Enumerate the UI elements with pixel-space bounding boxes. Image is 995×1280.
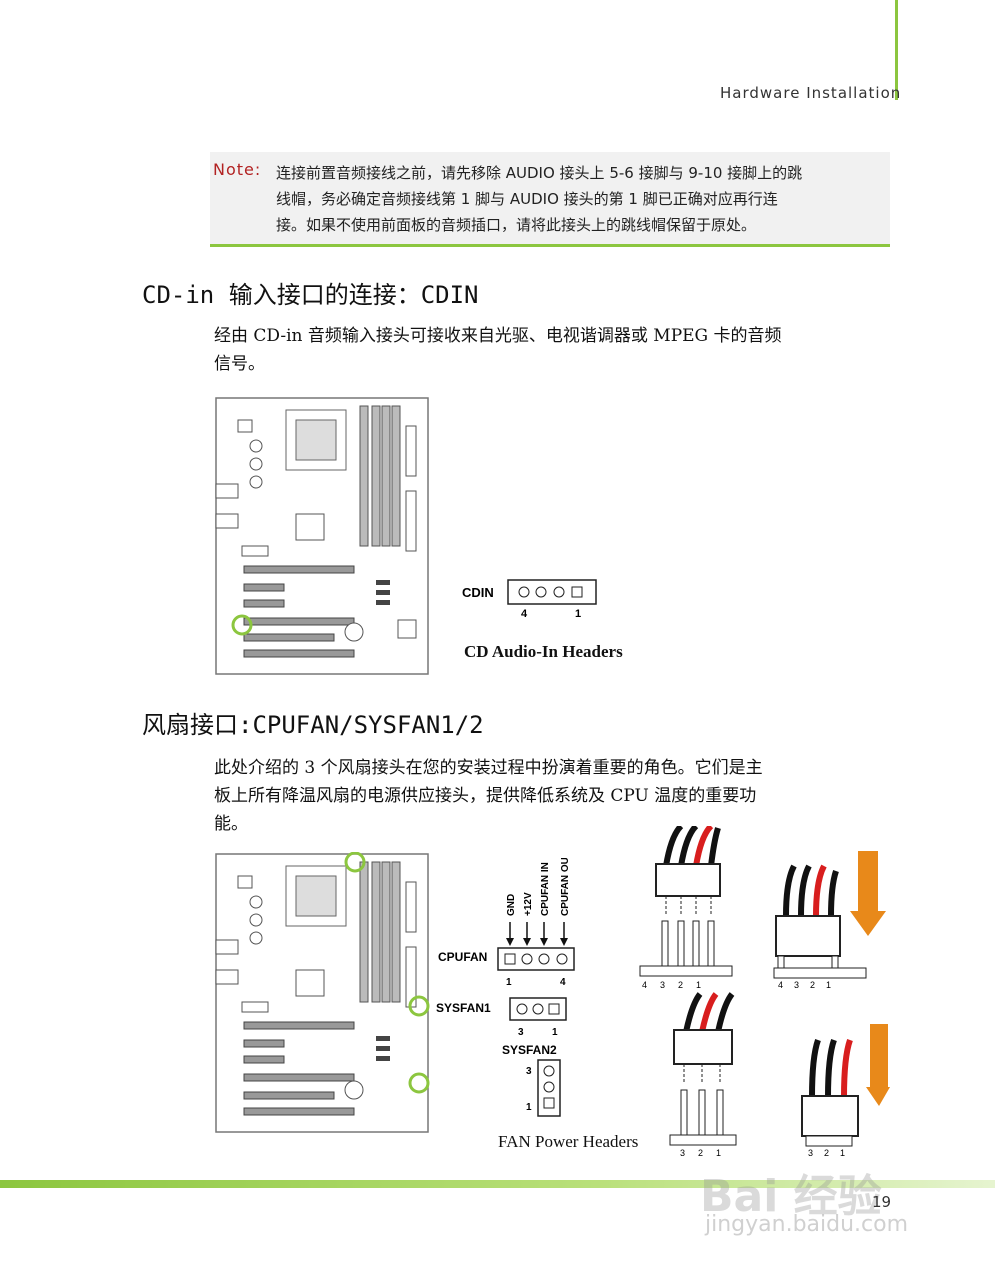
signal-12v: +12V — [523, 892, 534, 916]
signal-gnd: GND — [506, 894, 517, 916]
cdin-para-line: 经由 CD-in 音频输入接头可接收来自光驱、电视谐调器或 MPEG 卡的音频 — [214, 326, 782, 346]
cdin-header-diagram: CDIN 4 1 — [462, 579, 597, 620]
fan-section-title: 风扇接口:CPUFAN/SYSFAN1/2 — [142, 711, 484, 739]
note-text: 连接前置音频接线之前，请先移除 AUDIO 接头上 5-6 接脚与 9-10 接… — [276, 160, 884, 238]
sysfan1-pin-3: 3 — [518, 1027, 524, 1038]
fan-paragraph: 此处介绍的 3 个风扇接头在您的安装过程中扮演着重要的角色。它们是主 板上所有降… — [214, 754, 886, 838]
cdin-highlight-circle — [231, 614, 253, 636]
conn4-pin-3: 3 — [660, 980, 665, 990]
note-line: 连接前置音频接线之前，请先移除 AUDIO 接头上 5-6 接脚与 9-10 接… — [276, 164, 803, 182]
note-label: Note: — [213, 160, 262, 179]
watermark-brand: Bai 经验 — [700, 1171, 882, 1222]
fan-connector-4pin-illustration: 4 3 2 1 4 3 2 1 — [639, 826, 886, 990]
fan-para-line: 此处介绍的 3 个风扇接头在您的安装过程中扮演着重要的角色。它们是主 — [214, 758, 763, 778]
cdin-section-title: CD-in 输入接口的连接：CDIN — [142, 281, 479, 309]
conn4-pin-4: 4 — [642, 980, 647, 990]
insert-arrow-icon — [866, 1024, 890, 1106]
cpufan-label: CPUFAN — [438, 950, 487, 964]
sysfan2-pin-3: 3 — [526, 1066, 532, 1077]
sysfan2-label: SYSFAN2 — [502, 1043, 557, 1057]
header-title: Hardware Installation — [720, 84, 902, 102]
conn4b-pin-4: 4 — [778, 980, 783, 990]
footer-accent-line — [0, 1180, 995, 1188]
conn3-pin-1: 1 — [716, 1148, 721, 1158]
fan-para-line: 板上所有降温风扇的电源供应接头，提供降低系统及 CPU 温度的重要功 — [214, 786, 757, 806]
fan-caption: FAN Power Headers — [498, 1132, 639, 1151]
cpufan-pin-1: 1 — [506, 977, 512, 988]
conn4-pin-1: 1 — [696, 980, 701, 990]
insert-arrow-icon — [850, 851, 886, 936]
cdin-para-line: 信号。 — [214, 354, 265, 374]
watermark-url: jingyan.baidu.com — [705, 1212, 909, 1237]
conn4b-pin-2: 2 — [810, 980, 815, 990]
cdin-caption: CD Audio-In Headers — [464, 642, 623, 661]
note-box — [210, 152, 890, 247]
note-line: 接。如果不使用前面板的音频插口，请将此接头上的跳线帽保留于原处。 — [276, 216, 757, 234]
motherboard-diagram-fan — [215, 852, 430, 1133]
sysfan1-pin-1: 1 — [552, 1027, 558, 1038]
cdin-header-label: CDIN — [462, 585, 494, 600]
fan-para-line: 能。 — [214, 814, 248, 834]
sysfan2-pin-1: 1 — [526, 1102, 532, 1113]
fan-header-diagram: GND +12V CPUFAN IN CPUFAN OUT CPUFAN 1 4… — [436, 858, 575, 1117]
signal-cpufan-in: CPUFAN IN — [540, 862, 551, 916]
cdin-pin-1: 1 — [575, 608, 581, 620]
cpufan-pin-4: 4 — [560, 977, 566, 988]
sysfan1-label: SYSFAN1 — [436, 1001, 491, 1015]
signal-cpufan-out: CPUFAN OUT — [560, 858, 571, 916]
header-accent-line — [895, 0, 898, 100]
conn4b-pin-3: 3 — [794, 980, 799, 990]
fan-connector-3pin-illustration: 3 2 1 3 2 1 — [669, 992, 890, 1158]
cdin-paragraph: 经由 CD-in 音频输入接头可接收来自光驱、电视谐调器或 MPEG 卡的音频 … — [214, 322, 886, 378]
conn3b-pin-2: 2 — [824, 1148, 829, 1158]
conn3b-pin-1: 1 — [840, 1148, 845, 1158]
cpufan-highlight-circle — [344, 852, 366, 873]
page-number: 19 — [872, 1193, 892, 1211]
conn4b-pin-1: 1 — [826, 980, 831, 990]
conn3-pin-2: 2 — [698, 1148, 703, 1158]
conn4-pin-2: 2 — [678, 980, 683, 990]
conn3b-pin-3: 3 — [808, 1148, 813, 1158]
note-line: 线帽，务必确定音频接线第 1 脚与 AUDIO 接头的第 1 脚已正确对应再行连 — [276, 190, 778, 208]
motherboard-diagram-cdin — [215, 397, 429, 675]
sysfan1-highlight-circle — [408, 995, 430, 1017]
conn3-pin-3: 3 — [680, 1148, 685, 1158]
cdin-pin-4: 4 — [521, 608, 528, 620]
sysfan2-highlight-circle — [408, 1072, 430, 1094]
